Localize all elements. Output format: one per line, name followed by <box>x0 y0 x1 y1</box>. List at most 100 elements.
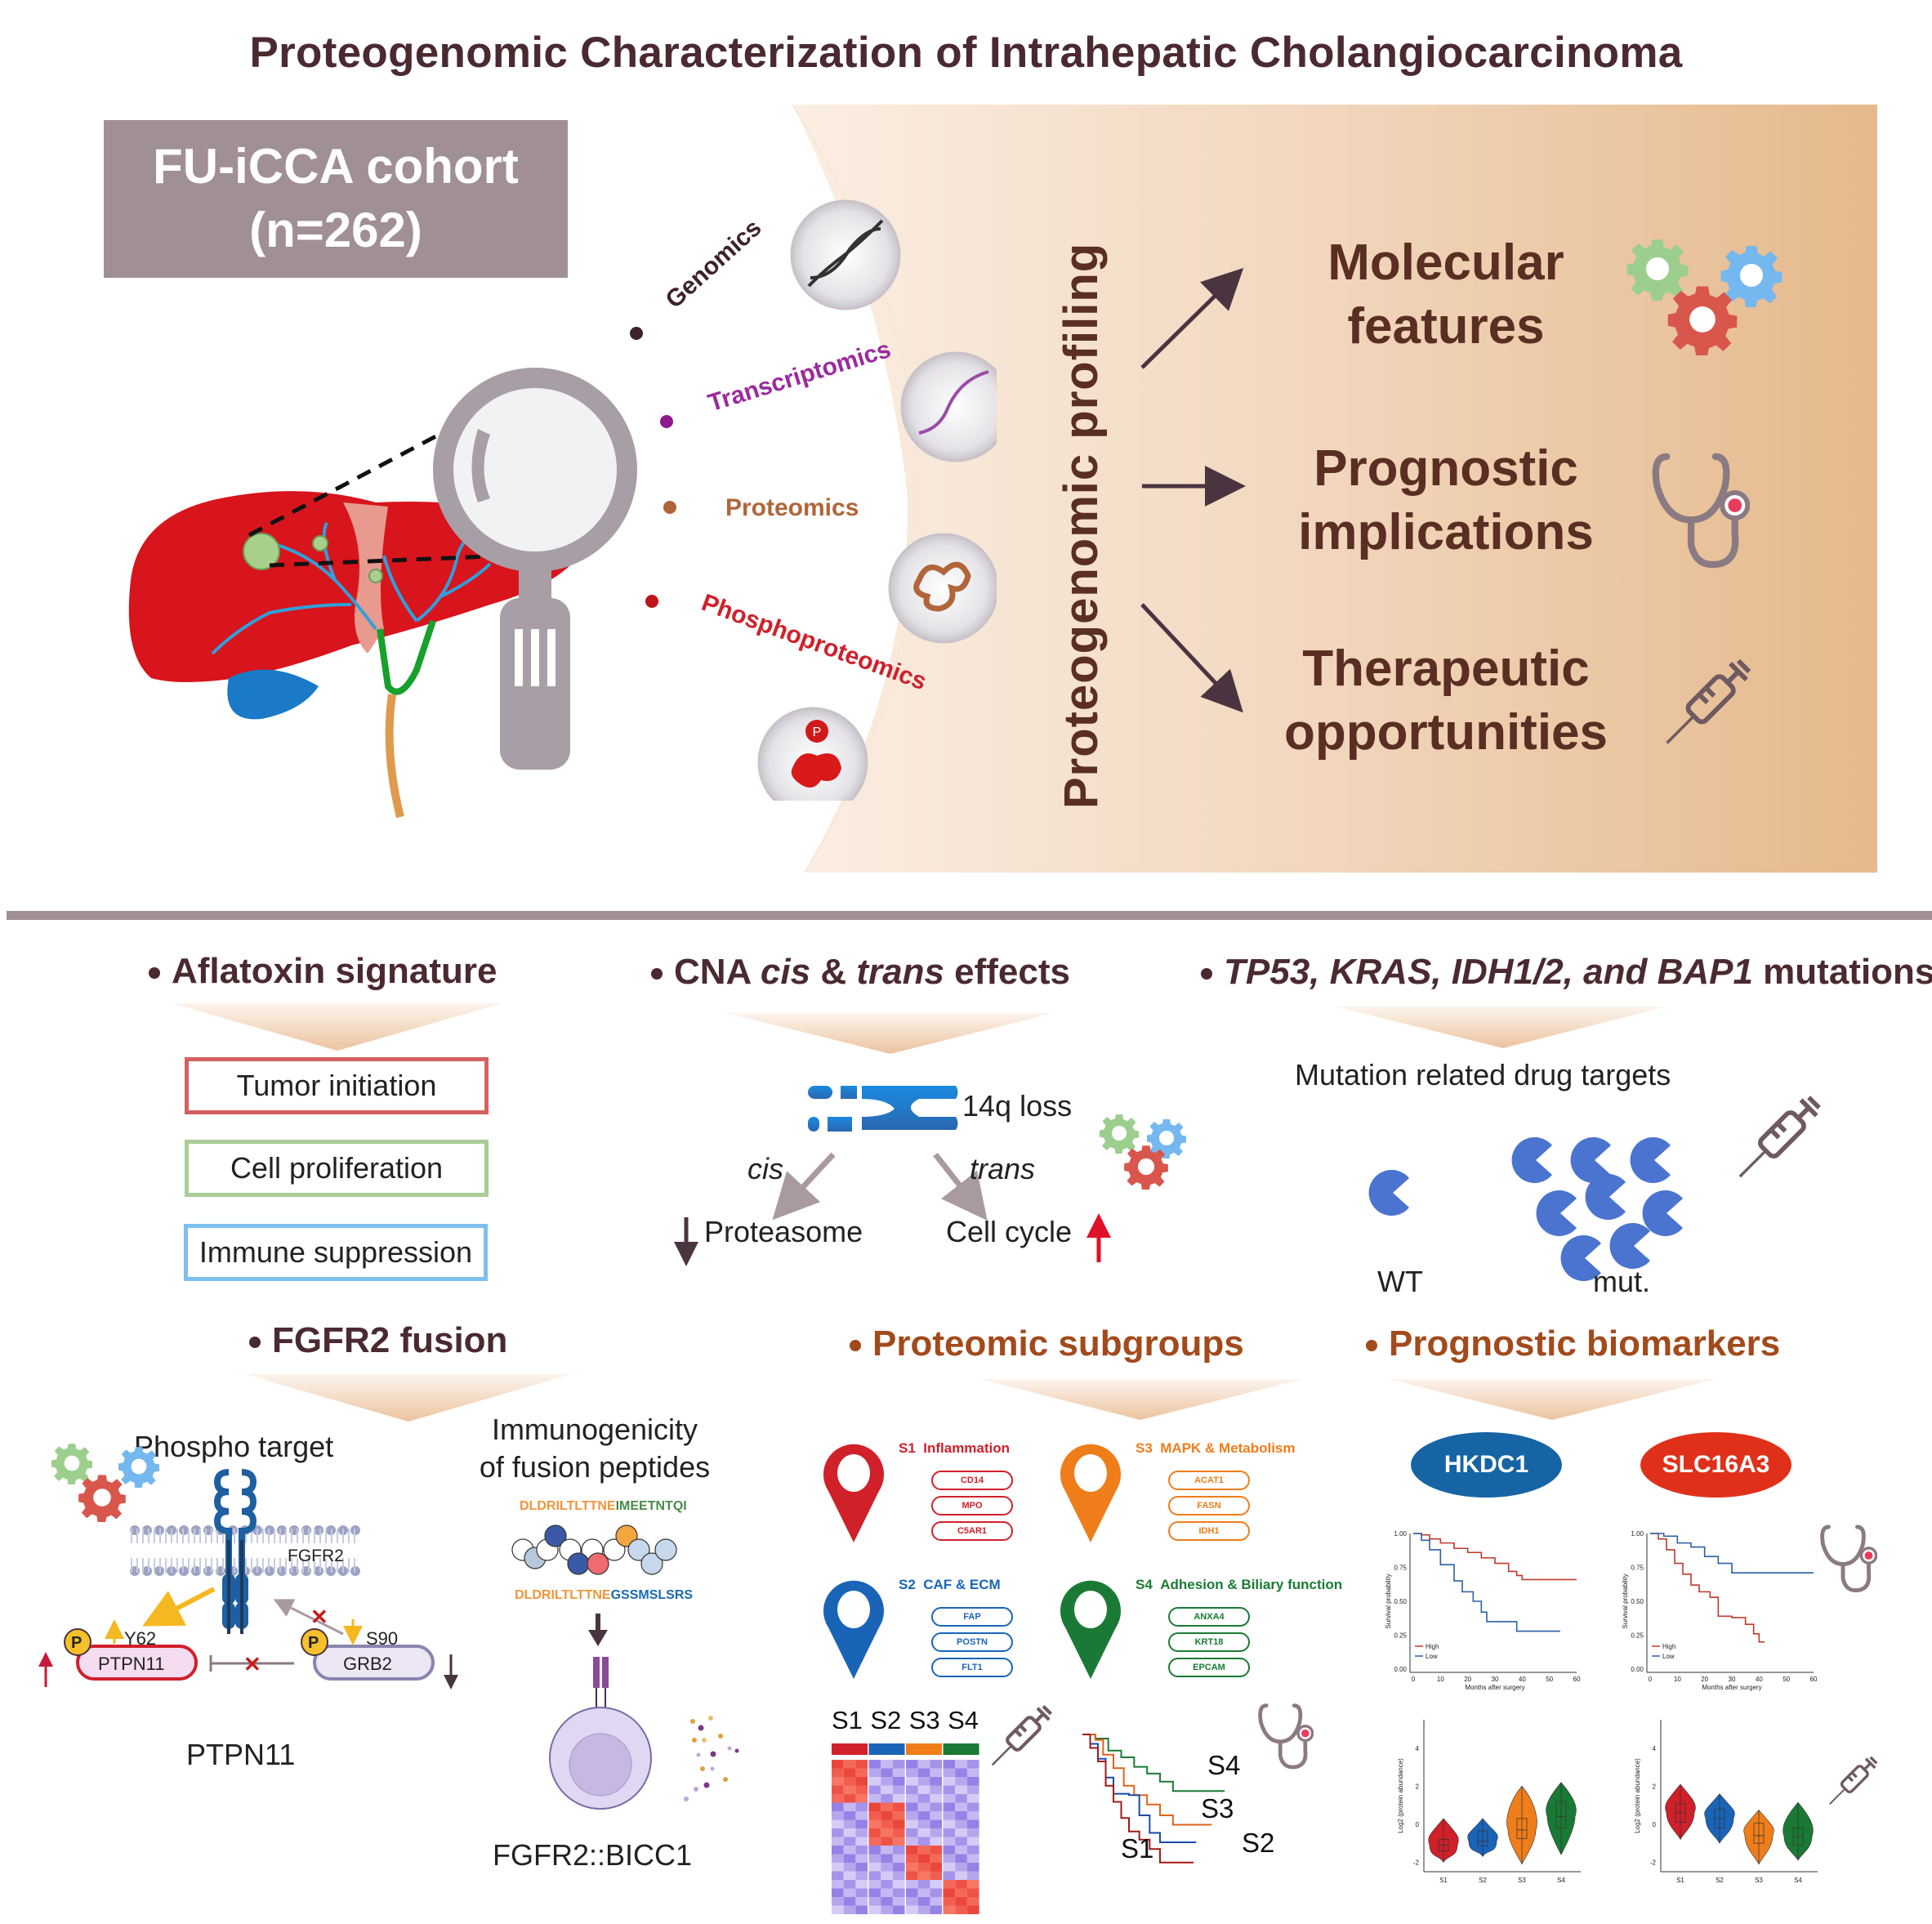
heatmap-cell <box>855 1837 868 1846</box>
heatmap-cell <box>881 1837 893 1846</box>
page-title: Proteogenomic Characterization of Intrah… <box>249 29 1683 77</box>
heatmap-cell <box>843 1846 856 1855</box>
box-immune-suppression: Immune suppression <box>184 1224 488 1281</box>
immunogenicity-title-line1: Immunogenicity <box>491 1413 698 1446</box>
km-curve-s4 <box>1082 1734 1225 1792</box>
cna-title: CNA cis & trans effects <box>651 952 1070 993</box>
x-tick-label: S4 <box>1794 1877 1802 1884</box>
syringe-icon <box>1650 645 1765 760</box>
heatmap-cell <box>966 1863 979 1872</box>
heatmap-cell <box>917 1760 930 1769</box>
gene-pill: POSTN <box>931 1632 1013 1652</box>
t-cell-icon <box>549 1614 739 1810</box>
box-tumor-initiation: Tumor initiation <box>185 1057 489 1114</box>
y-tick-label: 0.75 <box>1394 1565 1407 1572</box>
bullet-icon <box>149 967 160 980</box>
x-tick-label: 30 <box>1729 1676 1736 1683</box>
heatmap-group-bar <box>906 1743 942 1755</box>
grb2-protein-label: GRB2 <box>343 1654 392 1674</box>
heatmap-cell <box>906 1819 918 1828</box>
heatmap-cell <box>855 1905 868 1914</box>
heatmap-cell <box>832 1785 844 1794</box>
heatmap-cell <box>868 1811 881 1820</box>
y-tick-label: 1.00 <box>1631 1530 1644 1538</box>
x-tick-label: S3 <box>1518 1877 1526 1884</box>
heatmap-cell <box>943 1863 956 1872</box>
aflatoxin-title-text: Aflatoxin signature <box>172 951 498 991</box>
heatmap-cell <box>906 1854 918 1863</box>
heatmap-cell <box>843 1837 856 1846</box>
heatmap-cell <box>832 1811 844 1820</box>
activation-arrow <box>142 1587 216 1627</box>
heatmap-cell <box>868 1854 881 1863</box>
x-tick-label: 40 <box>1519 1676 1526 1683</box>
heatmap-cell <box>832 1854 844 1863</box>
bullet-icon <box>249 1337 261 1349</box>
legend-label: High <box>1426 1643 1439 1650</box>
box-cell-proliferation: Cell proliferation <box>185 1140 489 1197</box>
heatmap-cell <box>892 1819 905 1828</box>
mut-target-icon <box>1630 1137 1671 1183</box>
gene-pill: EPCAM <box>1168 1658 1250 1677</box>
x-tick-label: 40 <box>1756 1676 1763 1683</box>
km-label-s3: S3 <box>1201 1793 1234 1824</box>
peptide-sequence-1: DLDRILTLTTNEIMEETNTQI <box>520 1499 687 1514</box>
heatmap-cell <box>855 1897 868 1906</box>
block-x-icon: ✕ <box>310 1605 328 1629</box>
heatmap-cell <box>930 1819 943 1828</box>
cellcycle-label: Cell cycle <box>946 1215 1073 1248</box>
y-tick-label: 0.00 <box>1631 1666 1644 1673</box>
y-tick-label: -2 <box>1650 1859 1657 1866</box>
heatmap-cell <box>966 1837 979 1846</box>
heatmap-cell <box>917 1828 930 1837</box>
heatmap-cell <box>881 1846 893 1855</box>
heatmap-cell <box>855 1785 868 1794</box>
heatmap-cell <box>892 1888 905 1897</box>
heatmap-cell <box>966 1777 979 1786</box>
heatmap-cell <box>832 1819 844 1828</box>
heatmap-label-s3: S3 <box>908 1706 940 1734</box>
heatmap <box>832 1743 979 1914</box>
heatmap-cell <box>843 1828 856 1837</box>
heatmap-cell <box>955 1777 967 1786</box>
heatmap-cell <box>855 1768 868 1777</box>
heatmap-cell <box>832 1802 844 1811</box>
y-tick-label: 2 <box>1653 1783 1657 1790</box>
heatmap-cell <box>881 1854 893 1863</box>
outcome-prognostic: Prognostic implications <box>1234 437 1658 565</box>
heatmap-cell <box>966 1905 979 1914</box>
heatmap-cell <box>881 1828 893 1837</box>
heatmap-cell <box>955 1811 967 1820</box>
dna-icon <box>790 199 901 310</box>
fgfr2-title: FGFR2 fusion <box>249 1320 507 1361</box>
heatmap-cell <box>966 1871 979 1880</box>
mut-target-icon <box>1609 1223 1650 1269</box>
x-tick-label: 0 <box>1649 1676 1653 1683</box>
funnel-subgroups <box>980 1379 1303 1420</box>
heatmap-cell <box>855 1846 868 1855</box>
profiling-arrows <box>1140 267 1246 713</box>
peptide2-fgfr2-part: DLDRILTLTTNE <box>515 1588 611 1602</box>
heatmap-cell <box>868 1905 881 1914</box>
x-tick-label: 20 <box>1701 1676 1708 1683</box>
heatmap-cell <box>917 1768 930 1777</box>
ptpn11-bottom-label: PTPN11 <box>186 1738 296 1771</box>
legend-label: Low <box>1662 1653 1675 1660</box>
heatmap-cell <box>868 1777 881 1786</box>
heatmap-cell <box>917 1819 930 1828</box>
x-tick-label: S3 <box>1755 1877 1763 1884</box>
km-label-s1: S1 <box>1121 1833 1154 1864</box>
heatmap-cell <box>955 1837 967 1846</box>
heatmap-label-s1: S1 <box>832 1706 863 1734</box>
omics-label-proteomics: Proteomics <box>725 494 859 521</box>
heatmap-cell <box>881 1905 893 1914</box>
heatmap-cell <box>906 1777 918 1786</box>
km-curve-s2 <box>1082 1734 1197 1843</box>
heatmap-cell <box>892 1777 905 1786</box>
heatmap-cell <box>855 1819 868 1828</box>
subgroup-km-plot <box>1082 1734 1225 1864</box>
heatmap-cell <box>906 1768 918 1777</box>
heatmap-cell <box>930 1854 943 1863</box>
heatmap-cell <box>966 1854 979 1863</box>
